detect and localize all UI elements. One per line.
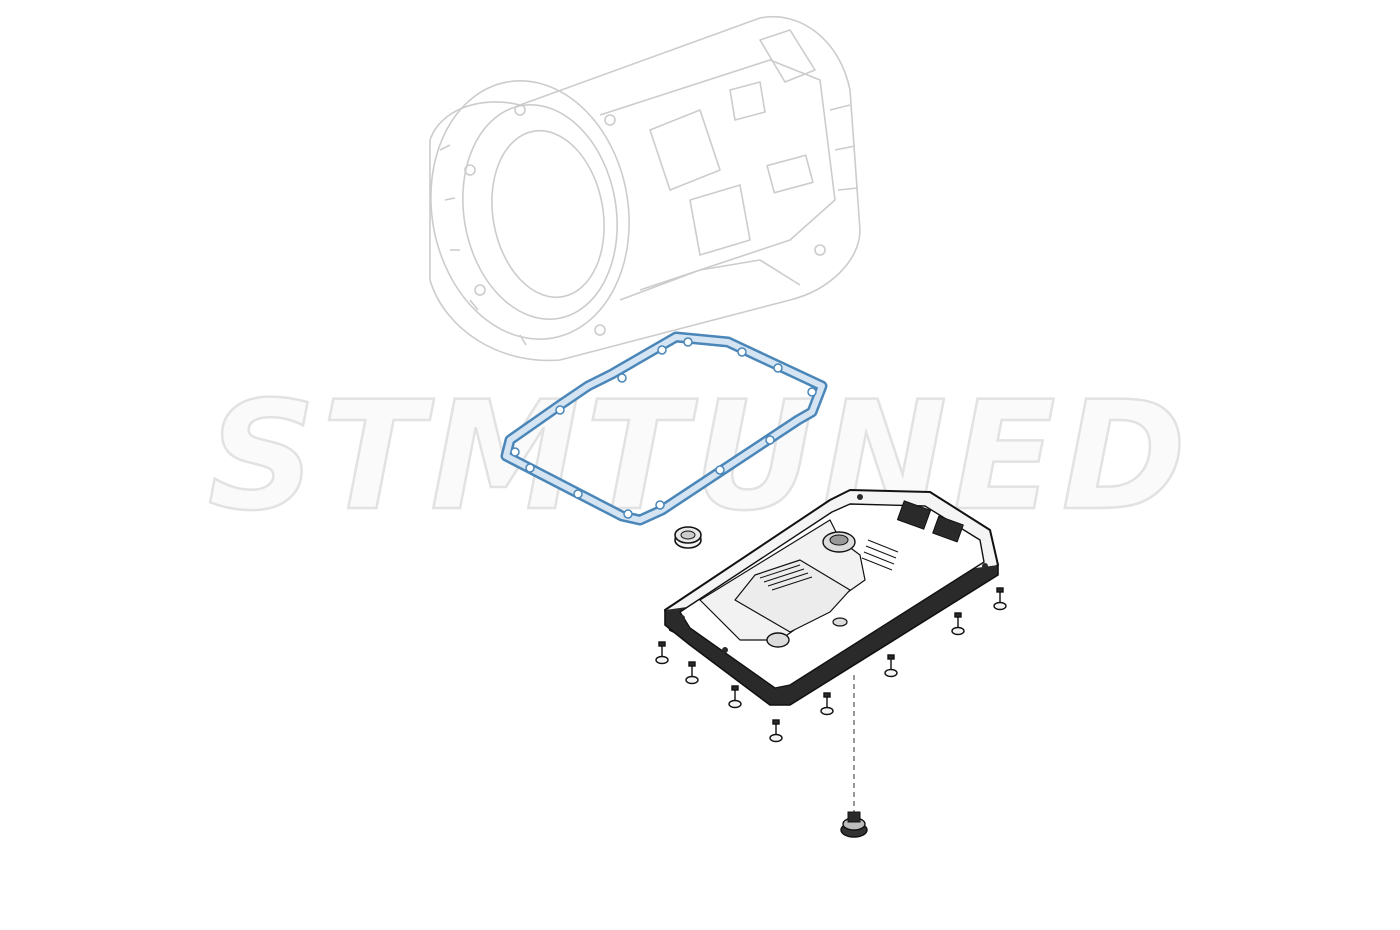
pan-bolt-icon — [993, 587, 1007, 611]
oil-pan-icon — [664, 489, 999, 706]
drain-plug-icon — [840, 675, 868, 838]
oil-pan-gasket-icon — [500, 331, 828, 526]
watermark-text: STMTUNED — [208, 370, 1192, 544]
transmission-housing-icon — [429, 15, 861, 362]
pan-bolt-icon — [728, 685, 742, 709]
pan-bolt-icon — [884, 654, 898, 678]
pan-bolt-icon — [655, 587, 1007, 743]
watermark-logo: STMTUNED — [207, 369, 1192, 546]
pan-bolt-icon — [769, 719, 783, 743]
pan-bolt-icon — [951, 612, 965, 636]
connector-seal-icon — [674, 526, 702, 549]
pan-bolt-icon — [655, 641, 669, 665]
pan-bolt-icon — [820, 692, 834, 716]
pan-bolt-icon — [685, 661, 699, 685]
